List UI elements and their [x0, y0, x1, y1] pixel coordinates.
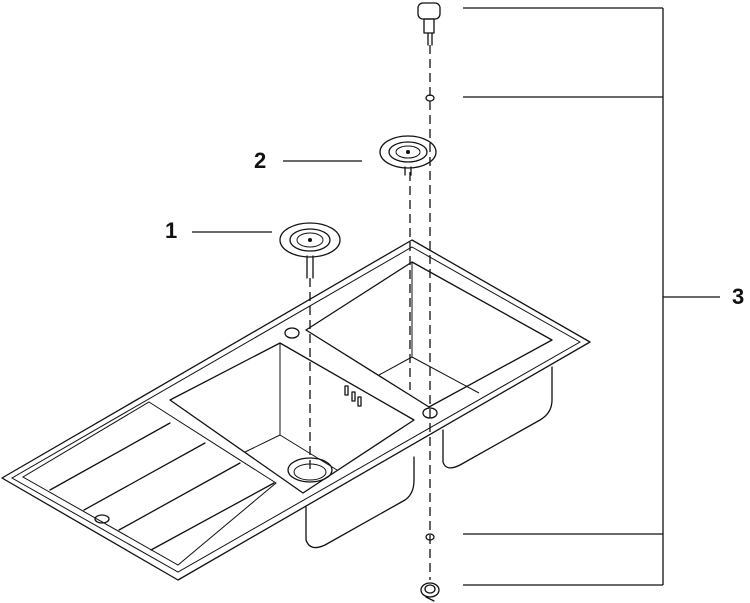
tap-hole	[284, 327, 300, 339]
part-label-2: 2	[254, 148, 267, 173]
part-label-3: 3	[732, 284, 745, 309]
o-ring-top	[425, 94, 435, 102]
axis-lines	[309, 45, 431, 580]
leader-lines	[192, 7, 720, 586]
drainboard-ribs	[49, 422, 275, 551]
remote-control-knob	[417, 2, 441, 46]
drain-hole	[287, 457, 333, 483]
strainer-2	[379, 135, 437, 176]
part-label-1: 1	[165, 218, 178, 243]
strainer-1	[279, 222, 341, 279]
o-ring-bottom	[425, 533, 435, 541]
bottom-nut	[420, 582, 440, 602]
sink-body	[1, 239, 591, 581]
